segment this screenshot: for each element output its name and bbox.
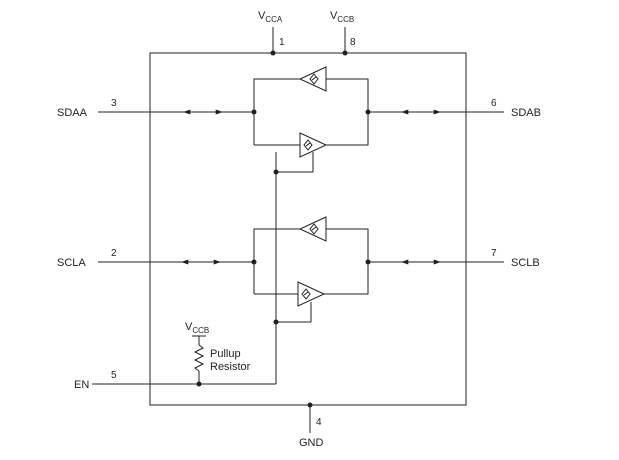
sclb-node (365, 259, 371, 265)
sda-buffer-b-to-a (298, 66, 327, 92)
vcca-node (270, 50, 276, 56)
sda-enable-node (273, 169, 279, 175)
gnd-label: GND (299, 437, 324, 449)
pullup-vccb-label: VCCB (185, 321, 209, 335)
pullup-label-line2: Resistor (210, 361, 251, 373)
vccb-label: VCCB (330, 10, 354, 24)
scl-loop-left (253, 228, 300, 294)
scla-pin-number: 2 (111, 248, 117, 259)
sdab-label: SDAB (511, 107, 541, 119)
sda-loop-right (326, 78, 369, 146)
sclb-pin-number: 7 (491, 248, 497, 259)
vcca-label: VCCA (258, 10, 283, 24)
sdaa-label: SDAA (57, 107, 88, 119)
en-pin-number: 5 (111, 370, 117, 381)
en-label: EN (74, 379, 89, 391)
sda-loop-left (253, 78, 300, 145)
vccb-pin-number: 8 (350, 37, 356, 48)
sdab-pin-number: 6 (491, 98, 497, 109)
en-node (196, 381, 202, 387)
pullup-label-line1: Pullup (210, 348, 241, 360)
sda-buffer-a-to-b (299, 132, 328, 158)
scla-node (251, 259, 257, 265)
scl-buffer-b-to-a (298, 216, 327, 242)
sdab-node (365, 109, 371, 115)
pullup-resistor (193, 344, 205, 372)
sclb-label: SCLB (511, 257, 540, 269)
scla-label: SCLA (57, 257, 86, 269)
gnd-node (307, 402, 313, 408)
scl-enable-node (273, 319, 279, 325)
sdaa-pin-number: 3 (111, 98, 117, 109)
gnd-pin-number: 4 (316, 417, 322, 428)
vcca-pin-number: 1 (279, 37, 285, 48)
scl-loop-right (324, 228, 369, 295)
sdaa-node (251, 109, 257, 115)
scl-buffer-a-to-b (297, 281, 326, 307)
vccb-node (342, 50, 348, 56)
